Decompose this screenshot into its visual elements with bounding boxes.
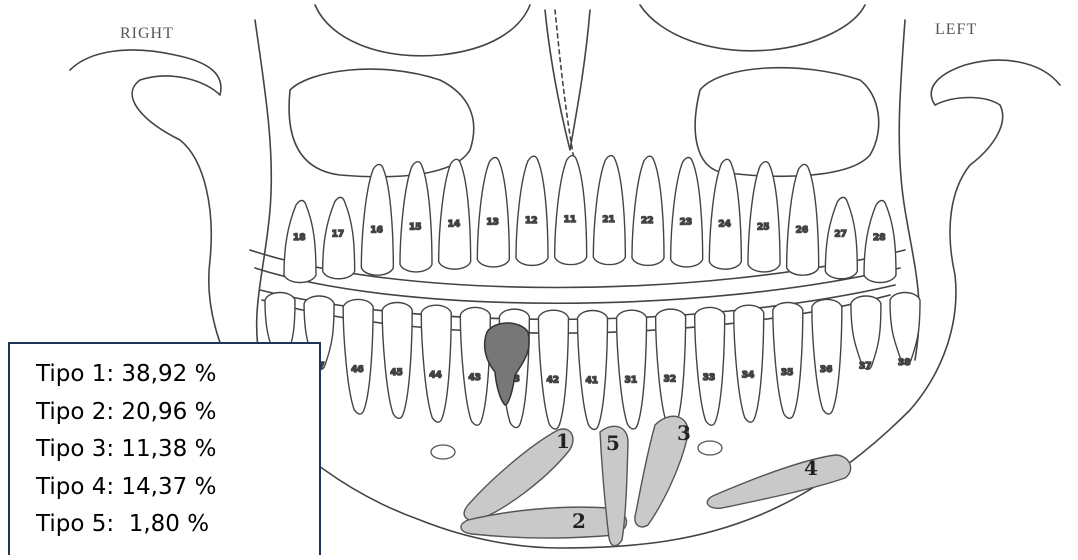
legend-tipo-1: Tipo 1: 38,92 % xyxy=(36,360,216,388)
lower-tooth-34 xyxy=(734,305,764,422)
upper-tooth-number-28: 28 xyxy=(873,233,886,243)
lower-tooth-33 xyxy=(695,307,725,425)
legend-tipo-4: Tipo 4: 14,37 % xyxy=(36,473,216,501)
lower-tooth-44 xyxy=(421,305,451,422)
upper-tooth-number-24: 24 xyxy=(718,220,731,230)
upper-tooth-16 xyxy=(361,164,393,275)
lower-tooth-31 xyxy=(617,310,647,429)
upper-tooth-number-17: 17 xyxy=(332,229,345,239)
upper-tooth-13 xyxy=(477,158,509,267)
upper-tooth-15 xyxy=(400,162,432,272)
lower-tooth-number-41: 41 xyxy=(586,376,599,386)
lower-tooth-number-43: 43 xyxy=(468,373,481,383)
lower-tooth-number-42: 42 xyxy=(546,376,559,386)
type-label-4: 4 xyxy=(804,456,818,480)
upper-tooth-number-14: 14 xyxy=(448,220,461,230)
upper-tooth-number-21: 21 xyxy=(602,215,615,225)
impacted-type-4 xyxy=(707,455,850,508)
lower-tooth-number-45: 45 xyxy=(390,368,403,378)
lower-tooth-number-34: 34 xyxy=(742,371,755,381)
upper-tooth-number-25: 25 xyxy=(757,222,770,232)
legend-tipo-2: Tipo 2: 20,96 % xyxy=(36,398,216,426)
upper-tooth-12 xyxy=(516,156,548,265)
lower-tooth-number-46: 46 xyxy=(351,365,364,375)
lower-tooth-number-38: 38 xyxy=(898,358,911,368)
lower-tooth-36 xyxy=(812,299,842,414)
upper-tooth-number-13: 13 xyxy=(486,217,499,227)
left-side-label: LEFT xyxy=(935,21,977,38)
upper-tooth-24 xyxy=(709,159,741,269)
upper-tooth-number-11: 11 xyxy=(564,215,577,225)
upper-tooth-25 xyxy=(748,162,780,272)
legend-tipo-3: Tipo 3: 11,38 % xyxy=(36,435,216,463)
type-label-2: 2 xyxy=(572,509,586,533)
upper-tooth-number-26: 26 xyxy=(796,226,809,236)
lower-tooth-number-33: 33 xyxy=(703,373,716,383)
upper-tooth-number-15: 15 xyxy=(409,222,422,232)
upper-tooth-number-12: 12 xyxy=(525,216,538,226)
upper-tooth-11 xyxy=(555,156,587,265)
upper-tooth-number-23: 23 xyxy=(680,217,693,227)
lower-tooth-37 xyxy=(851,296,881,369)
upper-tooth-number-27: 27 xyxy=(834,229,847,239)
upper-tooth-number-18: 18 xyxy=(293,233,306,243)
legend-tipo-5: Tipo 5: 1,80 % xyxy=(36,510,209,538)
type-label-5: 5 xyxy=(606,431,620,455)
lower-tooth-number-32: 32 xyxy=(664,375,677,385)
lower-tooth-number-36: 36 xyxy=(820,365,833,375)
lower-tooth-41 xyxy=(578,311,608,430)
upper-tooth-number-16: 16 xyxy=(370,226,383,236)
prevalence-legend: Tipo 1: 38,92 % Tipo 2: 20,96 % Tipo 3: … xyxy=(8,342,321,555)
upper-tooth-21 xyxy=(593,156,625,265)
right-sinus xyxy=(289,69,474,177)
upper-tooth-number-22: 22 xyxy=(641,216,654,226)
lower-tooth-number-44: 44 xyxy=(429,371,442,381)
left-sinus xyxy=(695,68,879,177)
lower-tooth-45 xyxy=(382,303,412,419)
right-side-label: RIGHT xyxy=(120,25,174,42)
upper-tooth-23 xyxy=(671,158,703,267)
lower-tooth-35 xyxy=(773,303,803,419)
lower-tooth-number-35: 35 xyxy=(781,368,794,378)
lower-tooth-32 xyxy=(656,309,686,427)
upper-tooth-26 xyxy=(787,164,819,275)
lower-tooth-43 xyxy=(460,307,490,425)
lower-tooth-number-31: 31 xyxy=(625,376,638,386)
type-label-3: 3 xyxy=(677,421,691,445)
lower-tooth-46 xyxy=(343,299,373,414)
tooth-bud-left xyxy=(431,445,455,459)
tooth-bud-right xyxy=(698,441,722,455)
upper-tooth-22 xyxy=(632,156,664,265)
lower-tooth-number-37: 37 xyxy=(859,362,872,372)
type-label-1: 1 xyxy=(556,429,570,453)
lower-tooth-42 xyxy=(538,310,568,429)
upper-tooth-14 xyxy=(439,159,471,269)
